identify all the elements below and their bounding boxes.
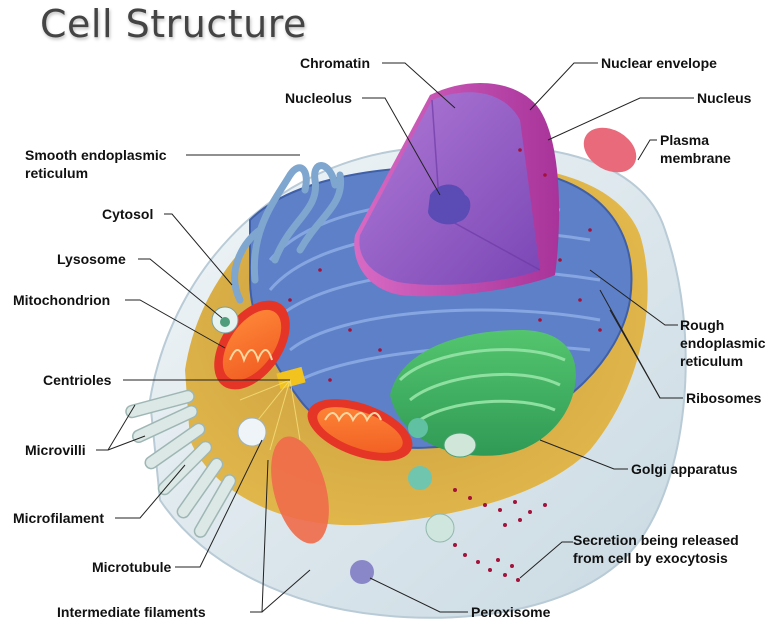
leader-lysosome — [138, 258, 223, 319]
label-microfilament: Microfilament — [13, 510, 105, 526]
leader-intermediate-2 — [261, 569, 311, 613]
leader-microvilli-2 — [107, 435, 146, 451]
leader-ribosomes-2 — [599, 289, 661, 399]
label-intermediate-filaments: Intermediate filaments — [57, 604, 206, 620]
leader-golgi — [539, 439, 628, 470]
leader-plasma-membrane — [637, 139, 657, 161]
label-ribosomes: Ribosomes — [686, 390, 762, 406]
mitochondrion-top-right — [583, 127, 637, 173]
label-microtubule: Microtubule — [92, 559, 172, 575]
leader-nucleolus — [362, 97, 441, 196]
label-centrioles: Centrioles — [43, 372, 112, 388]
leader-rough-er — [589, 269, 678, 326]
label-chromatin: Chromatin — [300, 55, 370, 71]
label-plasma-membrane: Plasma membrane — [660, 131, 731, 167]
leader-chromatin — [382, 62, 456, 109]
label-plasma-membrane-line2: membrane — [660, 150, 731, 166]
mitochondrion-3 — [271, 436, 329, 544]
nucleolus — [428, 184, 471, 225]
microvilli — [125, 389, 237, 538]
label-plasma-membrane-line1: Plasma — [660, 132, 710, 148]
centrioles — [239, 366, 306, 451]
label-secretion-line1: Secretion being released — [573, 532, 739, 548]
label-smooth-er: Smooth endoplasmic reticulum — [25, 146, 167, 182]
leader-microtubule — [175, 439, 263, 568]
label-rough-er-line3: reticulum — [680, 353, 744, 369]
label-peroxisome: Peroxisome — [471, 604, 551, 620]
secretory-vesicle — [425, 513, 455, 543]
mitochondrion-2 — [307, 399, 413, 461]
leader-mitochondrion — [125, 299, 226, 349]
leader-microfilament — [115, 464, 186, 519]
leader-secretion — [519, 541, 573, 579]
leader-nucleus — [547, 97, 694, 141]
label-golgi: Golgi apparatus — [631, 461, 738, 477]
label-secretion-line2: from cell by exocytosis — [573, 550, 728, 566]
label-smooth-er-line2: reticulum — [25, 165, 89, 181]
label-nuclear-envelope: Nuclear envelope — [601, 55, 717, 71]
peroxisome — [350, 560, 374, 584]
label-smooth-er-line1: Smooth endoplasmic — [25, 147, 167, 163]
label-lysosome: Lysosome — [57, 251, 126, 267]
smooth-er — [231, 162, 345, 304]
leader-cytosol — [164, 213, 233, 286]
leader-peroxisome — [369, 577, 468, 613]
leader-lines — [96, 62, 694, 613]
golgi-apparatus — [390, 330, 576, 490]
page-title: Cell Structure — [40, 2, 307, 46]
label-mitochondrion: Mitochondrion — [13, 292, 111, 308]
label-rough-er: Rough endoplasmic reticulum — [680, 316, 766, 370]
label-microvilli: Microvilli — [25, 442, 86, 458]
label-rough-er-line1: Rough — [680, 317, 725, 333]
label-nucleus: Nucleus — [697, 90, 752, 106]
ribosome-dots — [288, 148, 602, 382]
label-cytosol: Cytosol — [102, 206, 154, 222]
label-nucleolus: Nucleolus — [285, 90, 352, 106]
leader-nuclear-envelope — [529, 62, 598, 111]
label-secretion: Secretion being released from cell by ex… — [573, 531, 739, 567]
label-rough-er-line2: endoplasmic — [680, 335, 766, 351]
vesicle — [237, 417, 267, 447]
secretion-particles — [453, 488, 547, 582]
